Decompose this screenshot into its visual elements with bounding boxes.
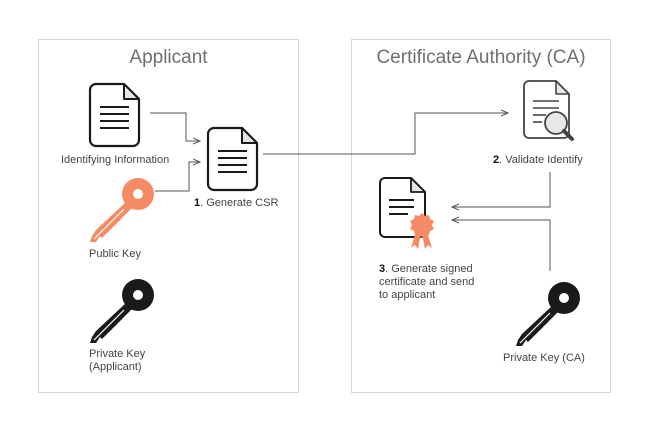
document-search-icon bbox=[523, 80, 574, 141]
private-key-ca-icon bbox=[516, 282, 580, 346]
private-key-applicant-label-line1: Private Key bbox=[89, 348, 146, 360]
validate-identify-label: 2. Validate Identify bbox=[493, 154, 583, 167]
step-number: 2 bbox=[493, 154, 500, 166]
step-number: 1 bbox=[194, 197, 201, 209]
signed-cert-label: 3. Generate signed certificate and send … bbox=[379, 263, 474, 302]
public-key-icon bbox=[90, 178, 154, 242]
ca-title: Certificate Authority (CA) bbox=[376, 47, 586, 68]
connector-csr-to-validate bbox=[263, 113, 508, 155]
connector-cakey-to-cert bbox=[452, 220, 551, 271]
private-key-applicant-icon bbox=[90, 279, 154, 343]
applicant-panel: Applicant bbox=[38, 39, 299, 393]
signed-cert-label-line3: to applicant bbox=[379, 289, 436, 301]
private-key-applicant-label-line2: (Applicant) bbox=[89, 361, 142, 373]
connector-pubkey-to-csr bbox=[155, 162, 200, 192]
identifying-info-label: Identifying Information bbox=[61, 154, 170, 166]
connector-info-to-csr bbox=[150, 112, 200, 141]
signed-cert-label-line2: certificate and send bbox=[379, 276, 475, 288]
step-text: . Generate CSR bbox=[200, 197, 279, 209]
step-text: . Generate signed bbox=[385, 263, 473, 275]
generate-csr-label: 1. Generate CSR bbox=[194, 197, 278, 210]
private-key-applicant-label: Private Key (Applicant) bbox=[89, 348, 145, 374]
private-key-ca-label: Private Key (CA) bbox=[503, 352, 585, 364]
document-icon bbox=[88, 82, 141, 148]
step-text: . Validate Identify bbox=[499, 154, 583, 166]
public-key-label: Public Key bbox=[89, 248, 141, 260]
certificate-icon bbox=[379, 177, 434, 249]
applicant-title: Applicant bbox=[129, 47, 208, 68]
step-number: 3 bbox=[379, 263, 386, 275]
connector-validate-to-cert bbox=[452, 172, 551, 207]
csr-document-icon bbox=[206, 126, 259, 192]
